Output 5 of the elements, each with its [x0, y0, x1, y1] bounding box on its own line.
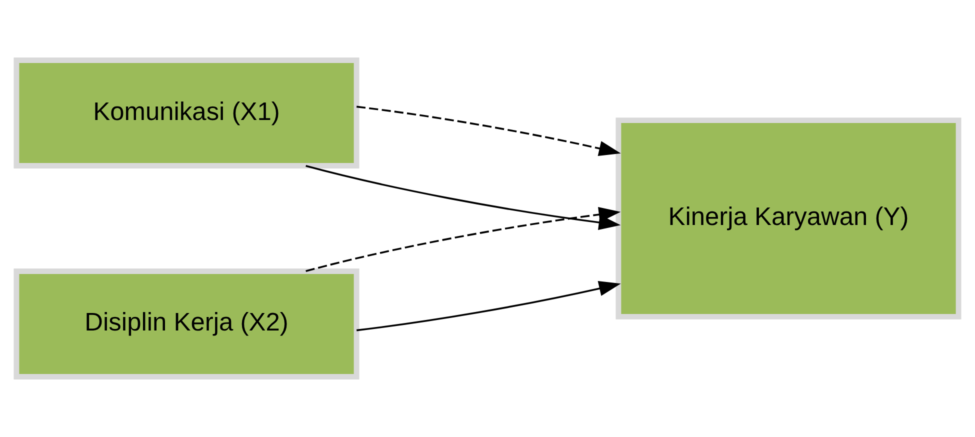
- node-box: Kinerja Karyawan (Y): [616, 118, 962, 320]
- arrow: [356, 106, 621, 156]
- node-box: Disiplin Kerja (X2): [14, 268, 360, 380]
- node-box: Komunikasi (X1): [14, 58, 360, 168]
- arrow: [356, 281, 621, 332]
